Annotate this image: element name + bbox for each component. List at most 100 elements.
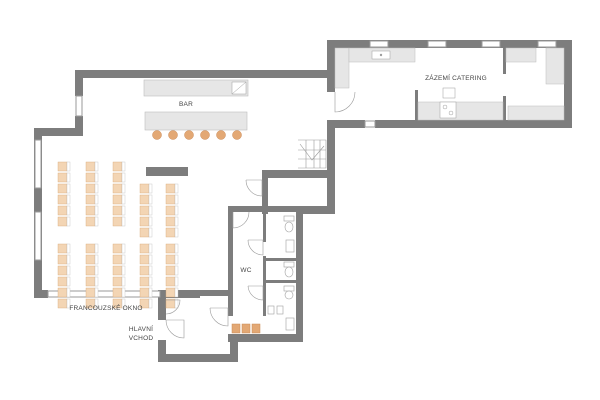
table xyxy=(66,276,71,287)
catering-area: ZÁZEMÍ CATERING xyxy=(334,47,565,121)
chair xyxy=(165,265,176,276)
chair xyxy=(57,243,68,254)
dining-tables xyxy=(57,161,179,309)
chair xyxy=(165,276,176,287)
table-with-chairs xyxy=(112,194,126,205)
table xyxy=(174,243,179,254)
chair xyxy=(85,205,96,216)
chair xyxy=(85,183,96,194)
table-with-chairs xyxy=(85,205,99,216)
table-with-chairs xyxy=(165,298,179,309)
table xyxy=(121,287,126,298)
table-with-chairs xyxy=(85,265,99,276)
wall-hall-left-upper xyxy=(75,70,83,96)
wall-storage-right xyxy=(327,170,335,214)
chair xyxy=(165,194,176,205)
wall-hall-bottom-left xyxy=(34,290,48,298)
wall-entrance-bottom xyxy=(158,354,238,362)
door-swing-icon xyxy=(165,299,181,315)
table xyxy=(121,254,126,265)
table-with-chairs xyxy=(85,161,99,172)
chair xyxy=(85,172,96,183)
table-with-chairs xyxy=(85,243,99,254)
chair xyxy=(85,216,96,227)
catering-counter-left xyxy=(334,47,350,89)
table-with-chairs xyxy=(85,183,99,194)
table-with-chairs xyxy=(112,265,126,276)
table-with-chairs xyxy=(139,254,153,265)
chair xyxy=(57,216,68,227)
window-left-1 xyxy=(34,139,42,189)
table xyxy=(174,183,179,194)
table-with-chairs xyxy=(112,287,126,298)
table xyxy=(94,216,99,227)
wall-storage-left xyxy=(262,170,268,214)
back-bar-counter xyxy=(143,79,249,97)
table xyxy=(174,227,179,238)
wall-catering-bottom xyxy=(375,120,572,128)
wall-corridor-bottom xyxy=(262,170,335,178)
wall-entrance-mid xyxy=(200,290,230,296)
stairs-icon xyxy=(298,139,327,169)
table xyxy=(121,183,126,194)
table xyxy=(66,265,71,276)
bar-stool xyxy=(216,130,226,140)
table xyxy=(148,227,153,238)
table-with-chairs xyxy=(139,243,153,254)
wall-catering-divider-2 xyxy=(503,48,506,74)
catering-label: ZÁZEMÍ CATERING xyxy=(425,73,487,82)
chair xyxy=(165,205,176,216)
table-with-chairs xyxy=(57,205,71,216)
window-top-left xyxy=(75,95,83,117)
wall-hall-bottom-right xyxy=(160,290,200,298)
table-with-chairs xyxy=(57,265,71,276)
entrance-label-line2: VCHOD xyxy=(129,335,154,342)
table-with-chairs xyxy=(85,298,99,309)
door-swing-icon xyxy=(247,285,264,301)
french-window xyxy=(47,290,161,298)
table xyxy=(121,265,126,276)
table xyxy=(174,254,179,265)
chair xyxy=(112,243,123,254)
table-with-chairs xyxy=(165,183,179,194)
chair xyxy=(139,276,150,287)
chair xyxy=(112,161,123,172)
bar-stools xyxy=(152,130,242,140)
chair xyxy=(112,287,123,298)
table xyxy=(94,265,99,276)
table xyxy=(148,276,153,287)
chair xyxy=(85,276,96,287)
chair xyxy=(139,287,150,298)
door-swing-icon xyxy=(232,211,250,229)
table xyxy=(94,287,99,298)
chair xyxy=(139,254,150,265)
table xyxy=(66,298,71,309)
chair xyxy=(85,161,96,172)
table xyxy=(148,287,153,298)
table xyxy=(66,194,71,205)
chair xyxy=(165,243,176,254)
chair xyxy=(112,254,123,265)
bar-stool xyxy=(232,130,242,140)
chair xyxy=(165,183,176,194)
table xyxy=(94,205,99,216)
table-with-chairs xyxy=(139,298,153,309)
table xyxy=(121,276,126,287)
chair xyxy=(139,194,150,205)
chair xyxy=(57,161,68,172)
table xyxy=(121,172,126,183)
table-with-chairs xyxy=(57,172,71,183)
table xyxy=(148,298,153,309)
chair xyxy=(85,243,96,254)
table xyxy=(121,243,126,254)
bar-label: BAR xyxy=(179,101,193,108)
catering-counter-bottom-right xyxy=(507,105,565,121)
washbasin xyxy=(251,323,261,334)
wall-hall-step-top xyxy=(34,128,83,136)
chair xyxy=(165,287,176,298)
table-with-chairs xyxy=(85,194,99,205)
wc-label: WC xyxy=(240,267,251,274)
table-with-chairs xyxy=(139,276,153,287)
bar-stool xyxy=(200,130,210,140)
chair xyxy=(139,216,150,227)
